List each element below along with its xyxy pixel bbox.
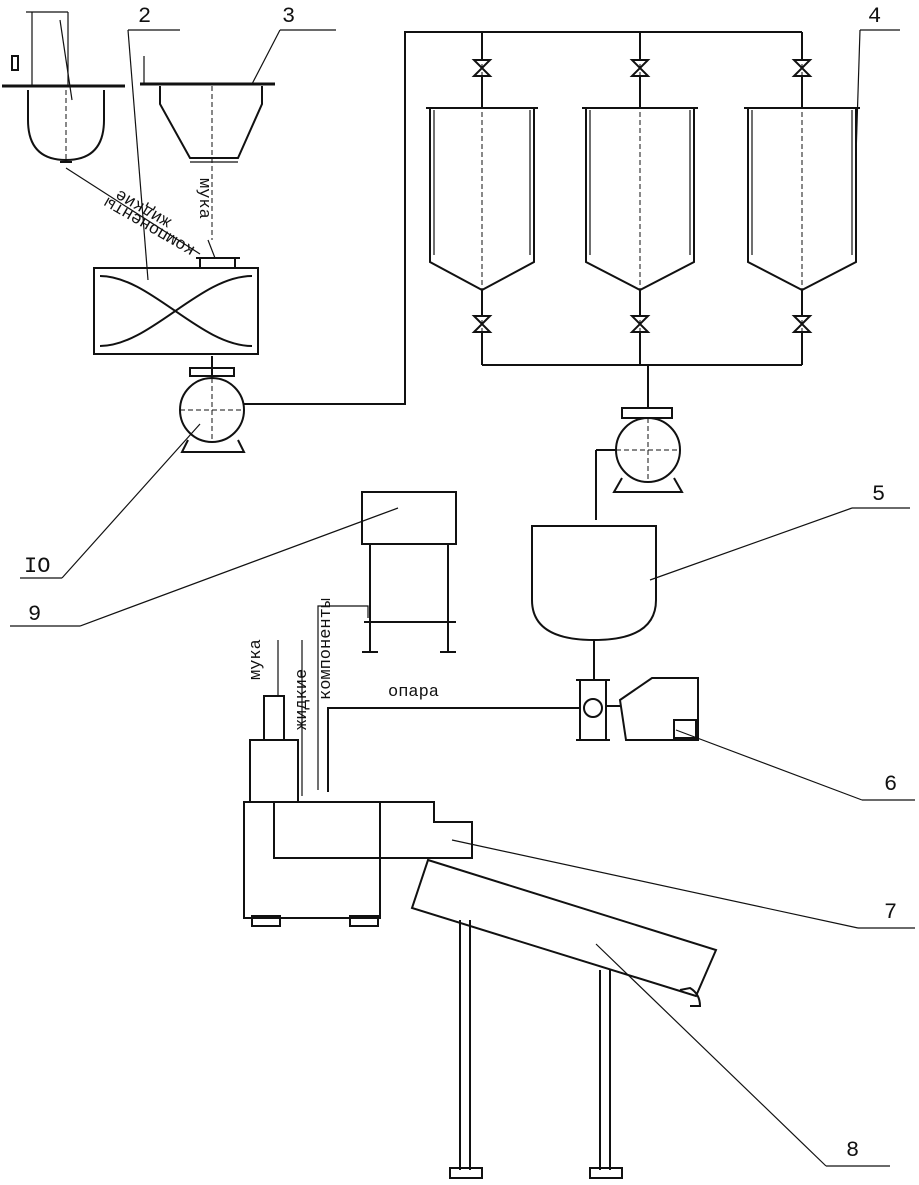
sponge-doser xyxy=(576,677,699,741)
label-sponge: опара xyxy=(388,683,439,702)
dosing-tank xyxy=(361,491,457,653)
fermentation-tanks xyxy=(426,32,860,366)
callout-2: 2 xyxy=(138,4,151,29)
label-flour-top: мука xyxy=(194,178,213,219)
label-components-bottom: компоненты xyxy=(317,598,336,700)
sponge-vessel xyxy=(531,525,657,680)
callout-5: 5 xyxy=(872,482,885,507)
callout-7: 7 xyxy=(884,900,897,925)
leader-lines xyxy=(10,19,915,1167)
sponge-transfer-pipe xyxy=(258,31,802,405)
pump xyxy=(179,367,258,453)
label-flour-bottom: мука xyxy=(247,639,266,680)
kneading-machine xyxy=(243,640,473,927)
callout-8: 8 xyxy=(846,1138,859,1163)
liquid-components-tank xyxy=(2,11,125,163)
mixer xyxy=(93,239,259,355)
callout-4: 4 xyxy=(868,4,881,29)
callout-3: 3 xyxy=(282,4,295,29)
sponge-pump xyxy=(595,365,684,520)
callout-9: 9 xyxy=(28,602,41,627)
inclined-conveyor xyxy=(410,858,718,1179)
sponge-feed-line xyxy=(327,707,580,792)
callout-10: IO xyxy=(24,554,50,579)
liquid-feed-line xyxy=(65,167,201,255)
label-liquid-bottom: жидкие xyxy=(293,669,312,730)
callout-6: 6 xyxy=(884,772,897,797)
